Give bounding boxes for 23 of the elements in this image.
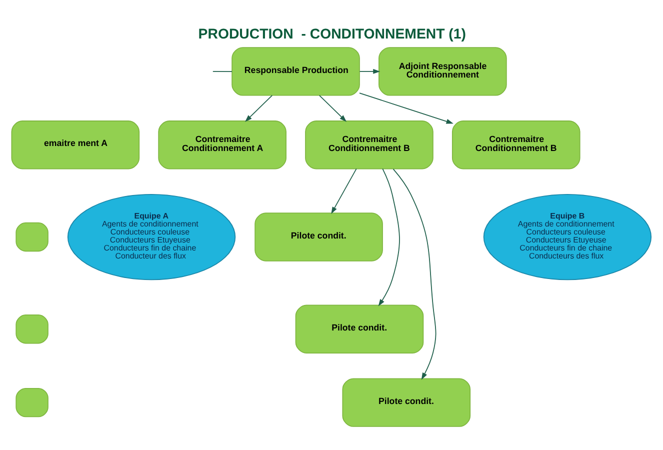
arrow <box>392 168 436 380</box>
arrow <box>331 168 357 214</box>
connector <box>212 70 232 72</box>
node-ellipse: Equipe B Agents de conditionnement Conducteurs couleuse Conducteurs Etuyeuse Conducteurs fin de chaine Conducteurs des flux <box>483 193 652 280</box>
node-box: Contremaitre Conditionnement B <box>305 120 434 169</box>
node-box: Adjoint Responsable Conditionnement <box>378 46 507 96</box>
arrow <box>244 94 273 122</box>
node-box: Pilote condit. <box>254 212 383 261</box>
arrow <box>359 68 380 74</box>
node-box: Responsable Production <box>232 46 360 96</box>
node-box: Contremaitre Conditionnement B <box>452 120 580 169</box>
node-box: Pilote condit. <box>342 378 471 426</box>
arrow <box>378 168 400 306</box>
node-box: Pilote condit. <box>295 304 424 353</box>
node-box <box>16 314 48 344</box>
arrow <box>359 92 454 124</box>
node-box: Contremaitre Conditionnement A <box>158 120 286 169</box>
node-box <box>16 222 48 252</box>
node-ellipse: Equipe A Agents de conditionnement Conducteurs couleuse Conducteurs Etuyeuse Conducteurs fin de chaine Conducteur des flux <box>67 193 236 280</box>
node-box <box>16 387 48 417</box>
arrow <box>318 94 347 122</box>
node-box: emaitre ment A <box>11 120 140 169</box>
diagram-title: PRODUCTION - CONDITONNEMENT (1) <box>198 25 466 42</box>
